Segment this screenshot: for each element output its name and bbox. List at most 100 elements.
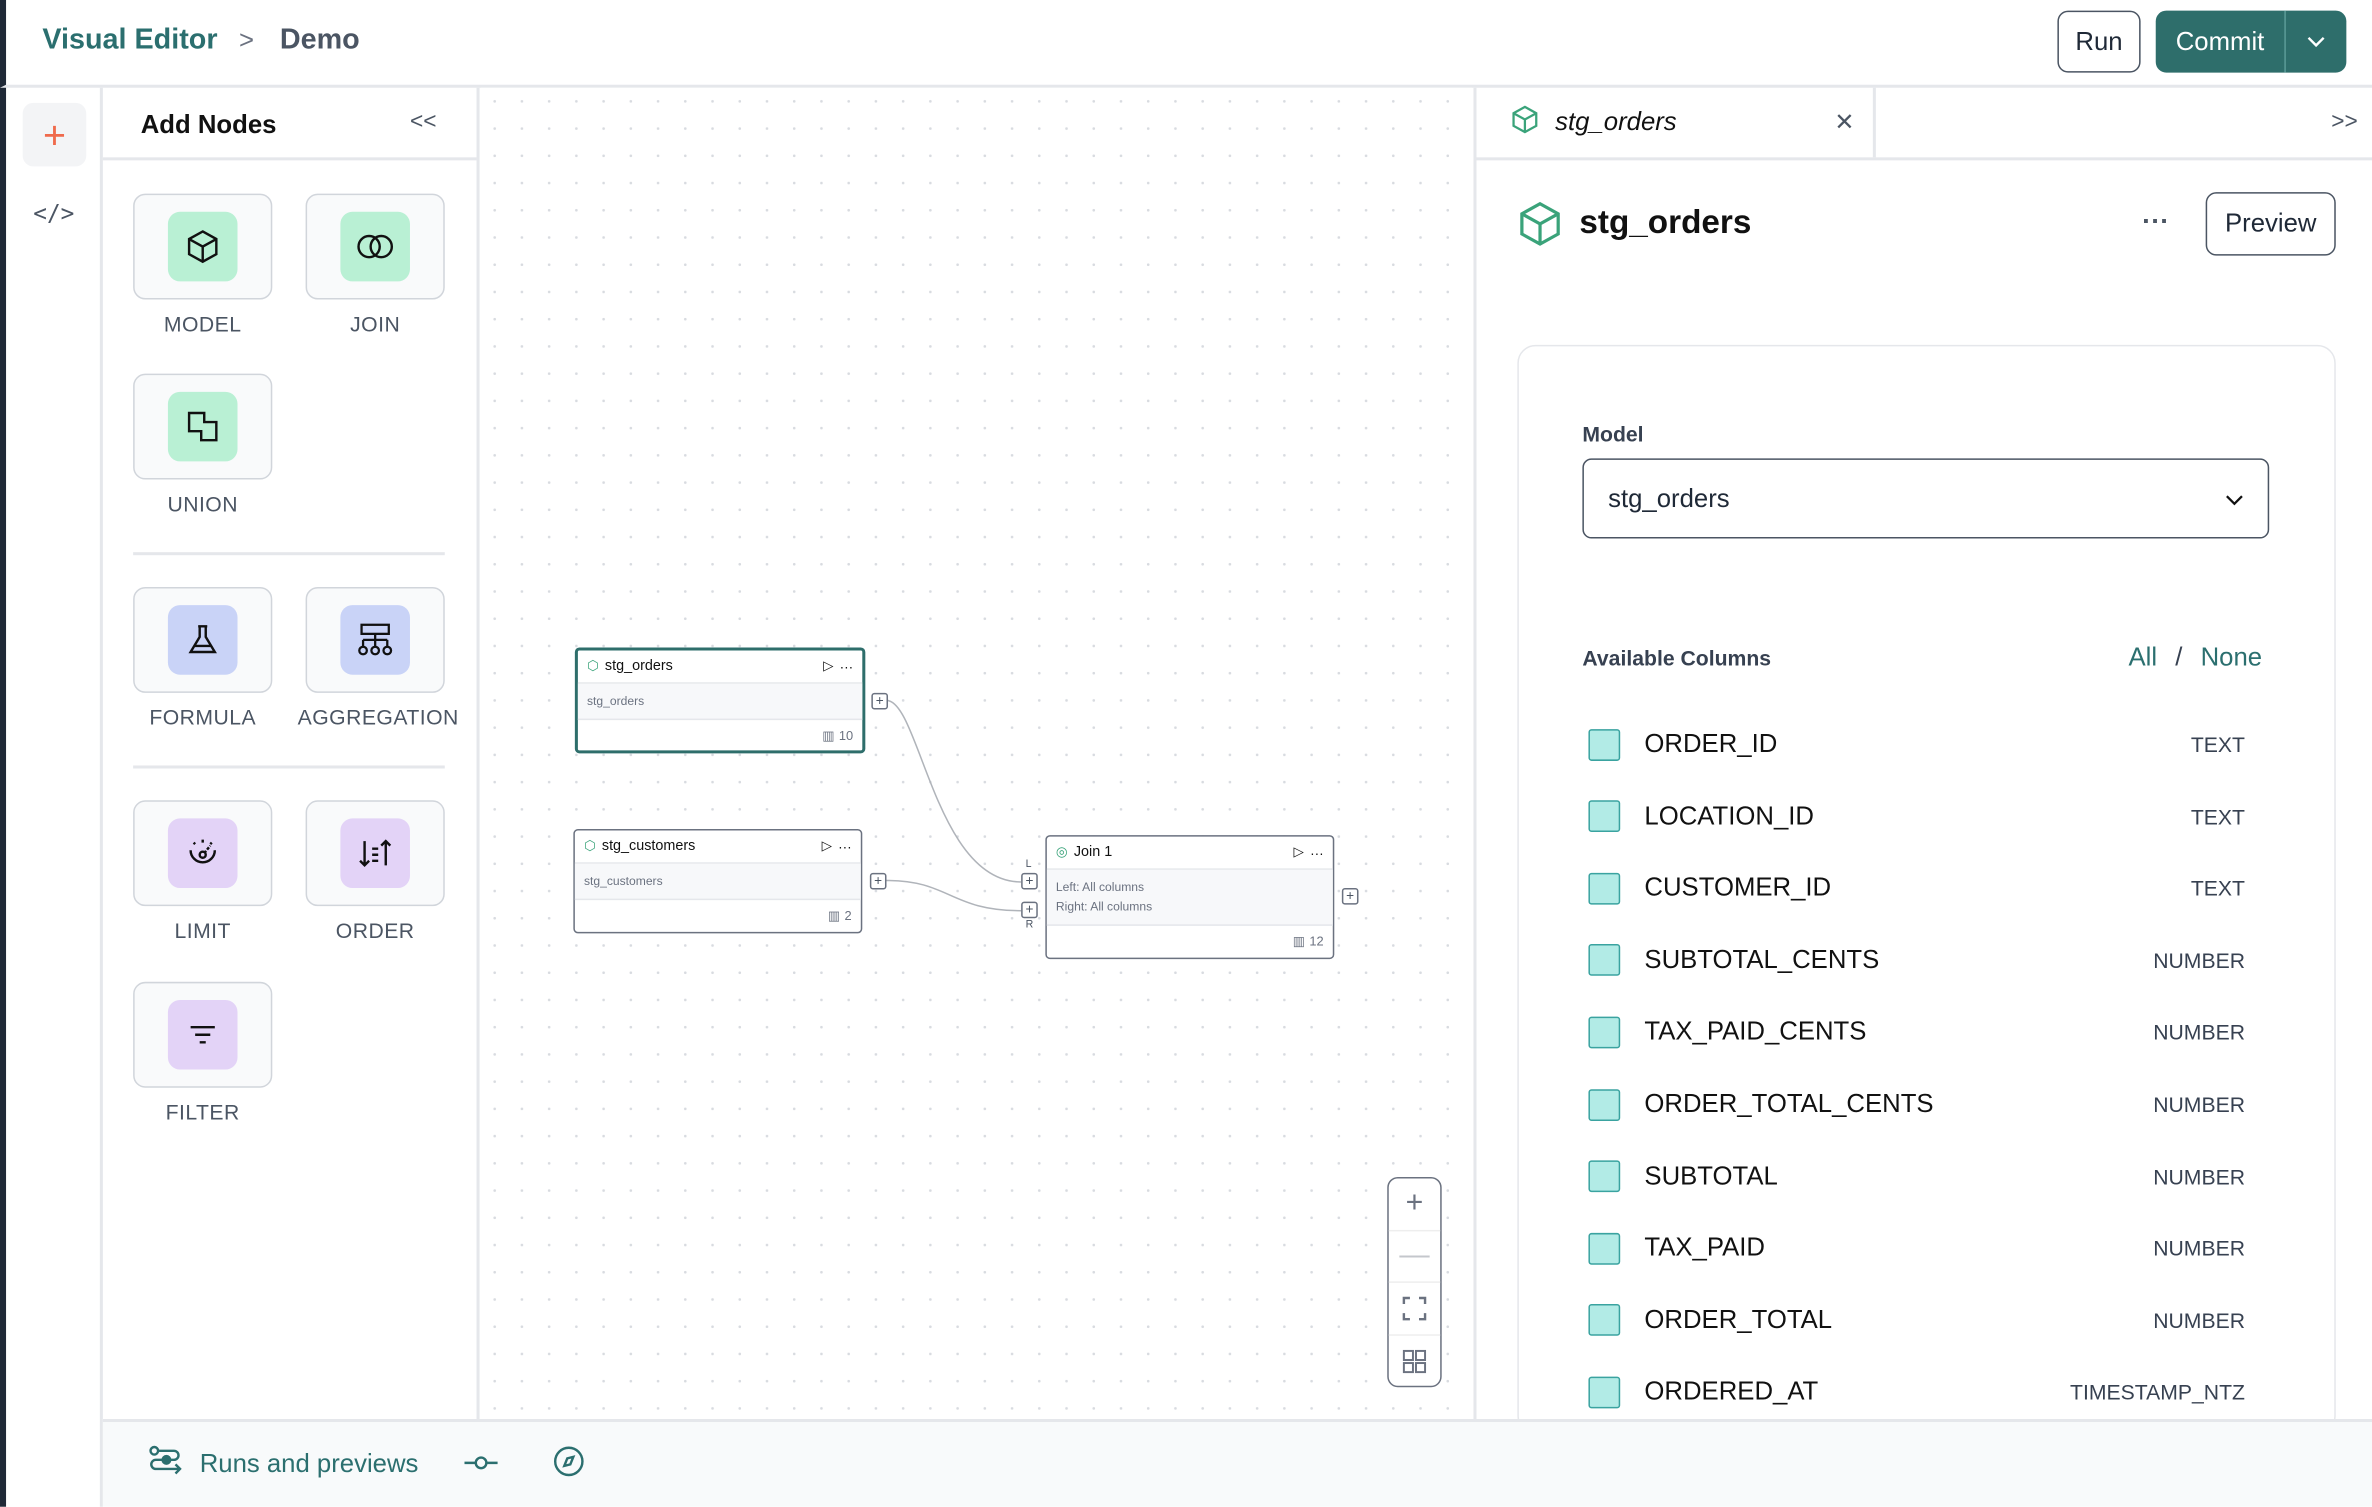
- node-tile-limit[interactable]: LIMIT: [133, 800, 293, 942]
- flask-icon: [167, 605, 238, 675]
- tile-label: FORMULA: [149, 704, 257, 730]
- join-icon: [340, 211, 410, 282]
- join-right-columns: Right: All columns: [1055, 900, 1153, 914]
- node-stg-customers[interactable]: ⬡stg_customers▷··· stg_customers ▥2: [573, 829, 863, 934]
- column-checkbox[interactable]: [1588, 1088, 1621, 1121]
- columns-icon: ▥: [1292, 932, 1305, 948]
- union-icon: [167, 391, 238, 462]
- node-tile-filter[interactable]: FILTER: [133, 981, 293, 1124]
- cube-icon: [1510, 104, 1540, 142]
- divider: [133, 765, 445, 769]
- node-tile-union[interactable]: UNION: [133, 373, 293, 516]
- collapse-panel-button[interactable]: <<: [409, 108, 437, 135]
- tab-bar-border: [1476, 157, 2372, 161]
- column-type: NUMBER: [2153, 1020, 2245, 1045]
- column-checkbox[interactable]: [1588, 872, 1621, 905]
- play-icon[interactable]: ▷: [823, 658, 834, 674]
- column-checkbox[interactable]: [1588, 944, 1621, 977]
- fit-view-icon[interactable]: [1388, 1283, 1441, 1336]
- node-tile-aggregation[interactable]: AGGREGATION: [298, 586, 469, 729]
- tile-label: JOIN: [350, 311, 401, 336]
- output-port[interactable]: +: [871, 692, 889, 710]
- bottom-bar: Runs and previews: [102, 1419, 2372, 1507]
- more-icon[interactable]: ···: [839, 658, 854, 674]
- panel-header: Add Nodes <<: [102, 88, 477, 161]
- tab-stg-orders[interactable]: stg_orders ✕: [1476, 87, 1876, 158]
- tile-label: LIMIT: [174, 918, 231, 943]
- output-port[interactable]: +: [1341, 888, 1359, 905]
- more-icon[interactable]: ···: [1310, 844, 1324, 861]
- column-type: NUMBER: [2153, 1308, 2245, 1333]
- breadcrumb-visual-editor[interactable]: Visual Editor: [42, 24, 218, 56]
- port-label-left: L: [1025, 859, 1032, 870]
- column-type: TEXT: [2190, 732, 2245, 757]
- column-type: TEXT: [2190, 876, 2245, 901]
- more-options-button[interactable]: ···: [2142, 205, 2170, 236]
- column-checkbox[interactable]: [1588, 1160, 1621, 1193]
- column-checkbox[interactable]: [1588, 1232, 1621, 1265]
- code-icon[interactable]: </>: [33, 199, 75, 227]
- column-checkbox[interactable]: [1588, 728, 1621, 761]
- play-icon[interactable]: ▷: [821, 838, 833, 854]
- select-none-link[interactable]: None: [2200, 642, 2263, 672]
- separator: /: [2175, 642, 2183, 672]
- preview-button[interactable]: Preview: [2205, 192, 2336, 256]
- input-port-right[interactable]: +: [1021, 901, 1038, 919]
- close-icon[interactable]: ✕: [1834, 110, 1855, 137]
- model-select[interactable]: stg_orders: [1582, 458, 2270, 539]
- compass-icon[interactable]: [552, 1444, 585, 1485]
- join-icon: ◎: [1055, 844, 1068, 860]
- more-icon[interactable]: ···: [838, 838, 852, 854]
- expand-panel-button[interactable]: >>: [2331, 108, 2358, 135]
- column-checkbox[interactable]: [1588, 1376, 1621, 1409]
- left-rail: + </>: [0, 87, 103, 1507]
- input-port-left[interactable]: +: [1021, 872, 1038, 890]
- node-tile-join[interactable]: JOIN: [305, 193, 466, 336]
- column-row[interactable]: ORDER_TOTAL_CENTS NUMBER: [1588, 1088, 2245, 1121]
- zoom-out-icon[interactable]: —: [1388, 1231, 1441, 1283]
- select-all-link[interactable]: All: [2128, 642, 2158, 672]
- runs-and-previews-button[interactable]: Runs and previews: [199, 1449, 419, 1479]
- breadcrumb-separator: >: [239, 25, 255, 55]
- plus-icon[interactable]: +: [22, 102, 87, 167]
- output-port[interactable]: +: [869, 872, 887, 890]
- top-bar: Visual Editor > Demo Run Commit: [0, 0, 2372, 88]
- commit-graph-icon[interactable]: [463, 1451, 498, 1478]
- tile-label: AGGREGATION: [297, 704, 459, 730]
- zoom-in-icon[interactable]: +: [1388, 1178, 1441, 1231]
- node-stg-orders[interactable]: ⬡stg_orders▷··· stg_orders ▥10: [574, 647, 866, 754]
- cube-icon: [1516, 200, 1564, 256]
- column-type: NUMBER: [2153, 1092, 2245, 1117]
- column-checkbox[interactable]: [1588, 1304, 1621, 1337]
- column-name: ORDER_TOTAL_CENTS: [1644, 1089, 1934, 1118]
- gauge-icon: [167, 818, 238, 889]
- column-checkbox[interactable]: [1588, 800, 1621, 833]
- node-tile-formula[interactable]: FORMULA: [133, 586, 293, 729]
- columns-icon: ▥: [822, 726, 835, 743]
- column-type: NUMBER: [2153, 948, 2245, 973]
- column-count: 12: [1309, 933, 1324, 949]
- column-checkbox[interactable]: [1588, 1016, 1621, 1049]
- add-nodes-panel: Add Nodes << MODEL JOIN UNION FORMULA AG…: [102, 87, 480, 1420]
- runs-icon[interactable]: [148, 1444, 184, 1485]
- node-tile-order[interactable]: ORDER: [305, 800, 466, 942]
- play-icon[interactable]: ▷: [1293, 844, 1305, 860]
- node-tile-model[interactable]: MODEL: [133, 193, 293, 336]
- commit-button[interactable]: Commit: [2156, 10, 2286, 73]
- flow-canvas[interactable]: ⬡stg_orders▷··· stg_orders ▥10 + ⬡stg_cu…: [481, 87, 1472, 1420]
- column-name: LOCATION_ID: [1644, 801, 1814, 830]
- port-label-right: R: [1025, 919, 1034, 931]
- run-button[interactable]: Run: [2057, 10, 2141, 73]
- chevron-down-icon[interactable]: [2286, 11, 2347, 73]
- grid-layout-icon[interactable]: [1389, 1335, 1440, 1387]
